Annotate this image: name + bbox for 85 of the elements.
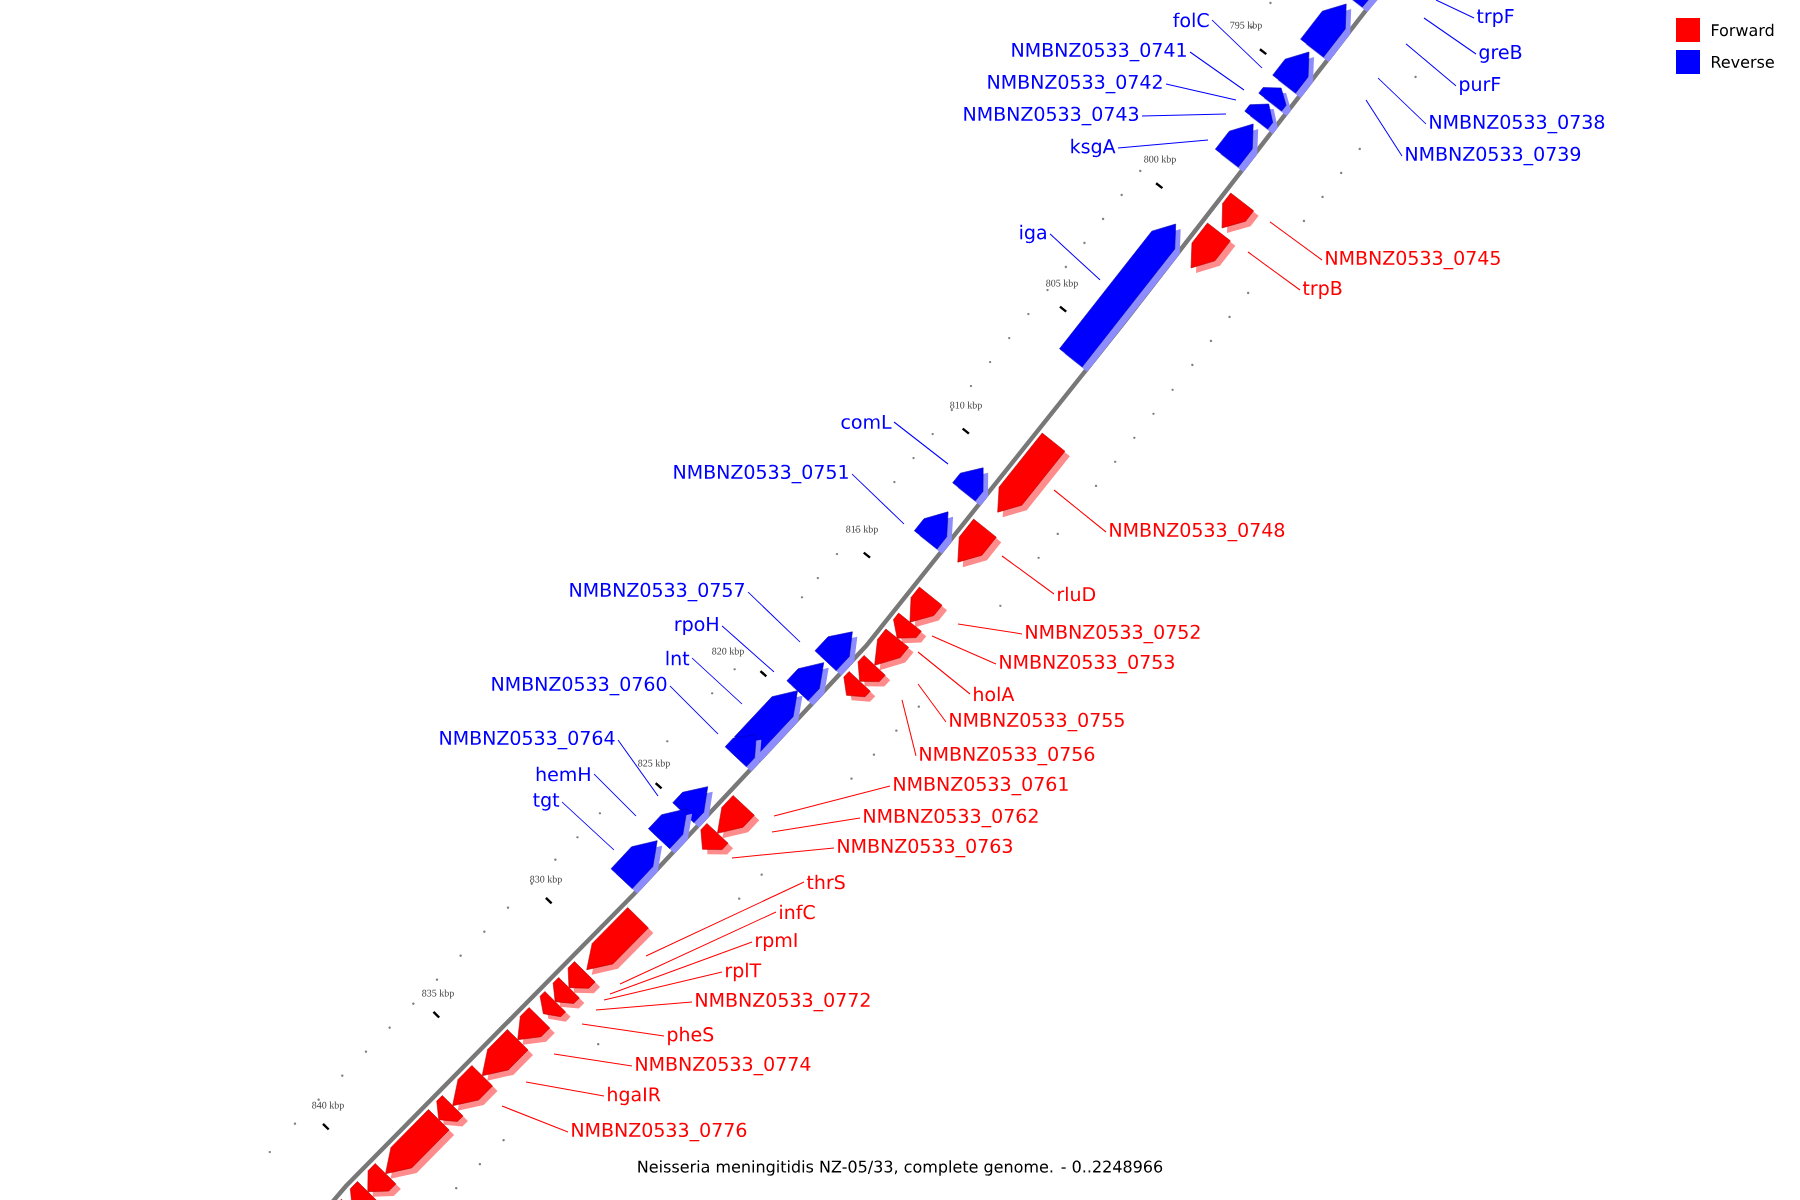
leader-line <box>525 1081 605 1097</box>
leader-line <box>561 801 615 851</box>
gene-label: NMBNZ0533_0753 <box>1000 654 1174 674</box>
gene-label: NMBNZ0533_0755 <box>950 712 1124 732</box>
gene-label: NMBNZ0533_0774 <box>636 1056 811 1076</box>
gene-label: rpmI <box>756 933 797 951</box>
leader-line <box>501 1105 569 1133</box>
leader-line <box>1189 51 1245 91</box>
gene-label: greB <box>1479 45 1522 63</box>
gene-label: NMBNZ0533_0751 <box>674 464 848 484</box>
gene-label: infC <box>780 904 815 920</box>
leader-line <box>721 625 775 673</box>
leader-line <box>553 1053 633 1067</box>
leader-line <box>917 683 947 723</box>
leader-line <box>851 473 905 525</box>
legend-label: Reverse <box>1712 56 1774 68</box>
leader-line <box>1165 83 1237 101</box>
leader-line <box>1001 555 1055 595</box>
leader-line <box>771 817 861 833</box>
gene-label: purF <box>1460 77 1501 95</box>
gene-label: NMBNZ0533_0743 <box>964 106 1139 126</box>
gene-label: NMBNZ0533_0742 <box>988 74 1162 94</box>
gene-label: comL <box>841 414 892 430</box>
gene-label: NMBNZ0533_0764 <box>440 730 615 750</box>
leader-line <box>581 1023 665 1037</box>
leader-line <box>593 773 637 817</box>
gene-label: hemH <box>536 766 590 782</box>
leader-line <box>1049 233 1101 281</box>
leader-line <box>645 881 805 957</box>
gene-label: NMBNZ0533_0761 <box>894 776 1068 796</box>
gene-label: NMBNZ0533_0760 <box>492 676 667 696</box>
leader-line <box>901 699 917 757</box>
gene-label: thrS <box>806 874 845 890</box>
leader-line <box>609 941 753 995</box>
leader-line <box>1053 489 1107 533</box>
leader-line <box>1247 251 1301 291</box>
leader-line <box>1269 221 1323 261</box>
leader-line <box>1117 139 1209 149</box>
gene-label: NMBNZ0533_0776 <box>572 1122 747 1142</box>
leader-line <box>747 591 801 643</box>
gene-label: pheS <box>668 1026 714 1046</box>
leader-line <box>893 421 949 465</box>
leader-line <box>1405 43 1457 87</box>
leader-line <box>917 651 971 695</box>
leader-line <box>691 657 743 705</box>
gene-label: rpoH <box>675 617 718 635</box>
leader-line <box>1377 77 1427 125</box>
gene-label: NMBNZ0533_0739 <box>1406 146 1581 166</box>
leader-line <box>619 911 777 985</box>
gene-label: NMBNZ0533_0772 <box>696 992 870 1012</box>
gene-label: folC <box>1173 12 1209 28</box>
leader-line <box>731 847 835 859</box>
leader-line <box>1141 113 1227 117</box>
gene-label: ksgA <box>1071 138 1116 158</box>
leader-line <box>1365 99 1403 157</box>
gene-label: lnt <box>666 650 690 666</box>
gene-label: NMBNZ0533_0741 <box>1012 42 1186 62</box>
gene-label: tgt <box>533 793 560 811</box>
gene-label: rluD <box>1058 586 1096 602</box>
gene-label: NMBNZ0533_0756 <box>920 746 1095 766</box>
gene-label: NMBNZ0533_0757 <box>570 582 744 602</box>
leader-line <box>1211 19 1263 69</box>
leader-line <box>931 635 997 665</box>
gene-label: trpF <box>1476 9 1514 27</box>
legend-label: Forward <box>1712 23 1774 37</box>
gene-label: NMBNZ0533_0745 <box>1326 250 1500 270</box>
gene-label: hgaIR <box>608 1086 661 1106</box>
leader-line <box>1435 0 1475 19</box>
gene-label: NMBNZ0533_0748 <box>1110 522 1285 542</box>
gene-label: iga <box>1020 224 1046 244</box>
gene-label: NMBNZ0533_0762 <box>864 808 1038 828</box>
gene-label: NMBNZ0533_0738 <box>1430 114 1605 134</box>
gene-label: rplT <box>726 962 762 982</box>
leader-line <box>773 785 891 817</box>
leader-line <box>669 685 719 735</box>
caption: Neisseria meningitidis NZ-05/33, complete genome. - 0..2248966 <box>638 1160 1163 1176</box>
leader-line <box>617 739 659 797</box>
leader-line <box>1423 17 1477 55</box>
leader-line <box>957 623 1023 635</box>
gene-label: NMBNZ0533_0752 <box>1026 624 1200 644</box>
gene-label: NMBNZ0533_0763 <box>838 838 1012 858</box>
leader-line <box>595 1001 693 1011</box>
gene-label: trpB <box>1302 281 1342 299</box>
gene-label: holA <box>974 686 1015 702</box>
leader-line <box>603 971 723 1001</box>
